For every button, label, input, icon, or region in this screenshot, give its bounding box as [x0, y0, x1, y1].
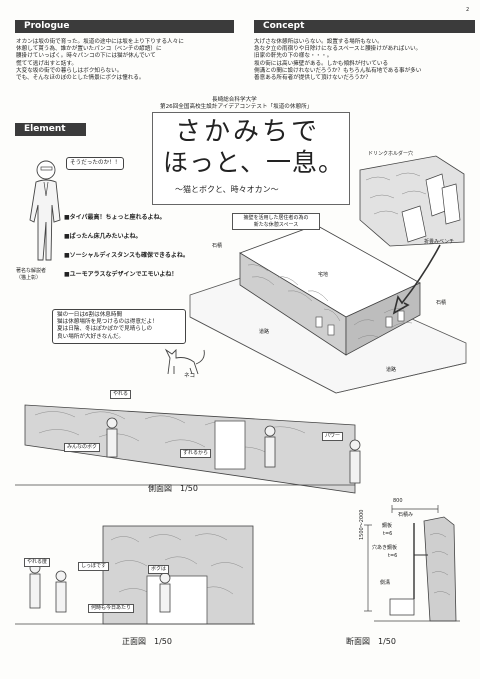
- cat-bubble-line: 夏は日陰、冬はぽかぽかで見晴らしの: [57, 326, 153, 333]
- section-label: 鋼板: [382, 523, 393, 529]
- feature-item: ■ソーシャルディスタンスも確保できるよね。: [64, 252, 189, 259]
- side-view-drawing: [15, 404, 361, 494]
- concept-header: Concept: [254, 20, 475, 33]
- prologue-line: でも、そんなほのぼのとした情景にボクは憧れる。: [16, 75, 145, 82]
- university-name: 長崎総合科学大学: [212, 97, 257, 103]
- concept-text: 大げさな休憩所はいらない。設置する場所もない。 急な夕立の雨宿りや日除けになるス…: [254, 39, 421, 82]
- front-tag: 何時も今日あたり: [88, 604, 135, 613]
- front-view-caption: 正面図 1/50: [122, 637, 172, 646]
- element-header: Element: [15, 123, 86, 136]
- section-drawing: [364, 505, 460, 622]
- label-road-2: 道路: [386, 367, 397, 373]
- feature-item: ■ユーモアラスなデザインでエモいよね！: [64, 271, 178, 278]
- title-subtitle: 〜猫とボクと、時々オカン〜: [175, 185, 279, 194]
- speech-bubble: そうだったのか！！: [66, 157, 125, 171]
- bench-detail-drawing: [359, 155, 465, 247]
- cat-illustration: [164, 348, 205, 375]
- side-tag: パワー: [322, 432, 344, 441]
- label-ishizumi-right: 石積: [436, 300, 447, 306]
- front-tag: しっぽです: [78, 562, 110, 571]
- label-folding-bench: 折畳みベンチ: [424, 239, 455, 245]
- axonometric-drawing: [189, 224, 467, 394]
- cat-bubble-line: 猫の一日は6割は休息時間: [57, 312, 123, 318]
- concept-line: 急な夕立の雨宿りや日除けになるスペースと腰掛けがあればいい。: [254, 46, 422, 53]
- commentator-label: 著名な解説者 （猫上彰）: [16, 268, 47, 281]
- front-view-drawing: [15, 525, 255, 625]
- prologue-line: 腰掛けていっぱく。時々パンコの下には猫が休んでいて: [16, 53, 156, 60]
- concept-line: 旧家の軒先の下の様な・・・。: [254, 53, 333, 60]
- prologue-header: Prologue: [15, 20, 234, 33]
- concept-line: 側溝との間に設けれないだろうか？もちろん私有地である事が多い: [254, 67, 422, 74]
- prologue-line: 慌てて逃げ出すと話す。: [16, 60, 77, 67]
- feature-item: ■ぱったん床几みたいよね。: [64, 233, 142, 240]
- label-drink-holder: ドリンクホルダー穴: [368, 151, 414, 157]
- page-number: 2: [466, 7, 470, 13]
- side-tag: ずれるから: [180, 449, 212, 458]
- cat-speech-bubble: 猫の一日は6割は休息時間 猫は休憩場所を見つけるのは得意だよ！ 夏は日陰、冬はぽ…: [52, 309, 186, 344]
- axon-callout: 擁壁を活用した居住者の為の 新たな休憩スペース: [232, 213, 320, 230]
- prologue-text: オカンは坂の街で育った。坂道の途中には坂を上り下りする人々に 休憩して貰う為、誰…: [16, 39, 184, 82]
- label-road-1: 道路: [259, 329, 270, 335]
- section-caption: 断面図 1/50: [346, 637, 396, 646]
- concept-line: 大げさな休憩所はいらない。設置する場所もない。: [254, 39, 383, 45]
- label-takuchi: 宅地: [318, 272, 329, 278]
- contest-name: 第26回全国高校生設計アイデアコンテスト「坂道の休憩所」: [160, 104, 313, 110]
- title-box: さかみちで ほっと、一息。 〜猫とボクと、時々オカン〜: [152, 112, 350, 205]
- side-tag: みんなのボク: [64, 443, 101, 452]
- label-ishizumi-left: 石積: [212, 243, 223, 249]
- concept-line: 善意ある所有者が提供して頂けないだろうか？: [254, 75, 371, 82]
- section-dim-width: 800: [393, 498, 403, 504]
- prologue-line: 大変な坂の街での暮らしはボク知らない。: [16, 67, 123, 74]
- feature-item: ■タイパ最高！ちょっと座れるよね。: [64, 214, 166, 221]
- section-label: t=6: [383, 531, 393, 537]
- front-tag: やれる度: [24, 558, 51, 567]
- section-label: t=6: [388, 553, 398, 559]
- section-label: 側溝: [380, 580, 391, 586]
- section-label: 穴あき鋼板: [372, 545, 398, 551]
- commentator-illustration: [29, 160, 61, 261]
- prologue-line: オカンは坂の街で育った。坂道の途中には坂を上り下りする人々に: [16, 39, 184, 45]
- side-view-caption: 側面図 1/50: [148, 484, 198, 493]
- cat-bubble-line: 猫は休憩場所を見つけるのは得意だよ！: [57, 319, 158, 326]
- title-line-1: さかみちで: [175, 117, 321, 147]
- concept-line: 坂の街には高い擁壁がある。しかも傾斜が付いている: [254, 60, 389, 67]
- cat-label: ネコ: [184, 373, 196, 379]
- cat-bubble-line: 良い場所が大好きなんだ。: [57, 333, 124, 340]
- section-label: 石積み: [398, 512, 414, 518]
- section-dim-height: 1500〜2000: [359, 509, 365, 540]
- prologue-line: 休憩して貰う為、誰かが置いたパンコ（ベンチの諺語）に: [16, 46, 162, 53]
- side-tag: やれる: [110, 390, 132, 399]
- front-tag: ボクは: [148, 565, 170, 574]
- title-line-2: ほっと、一息。: [163, 148, 345, 177]
